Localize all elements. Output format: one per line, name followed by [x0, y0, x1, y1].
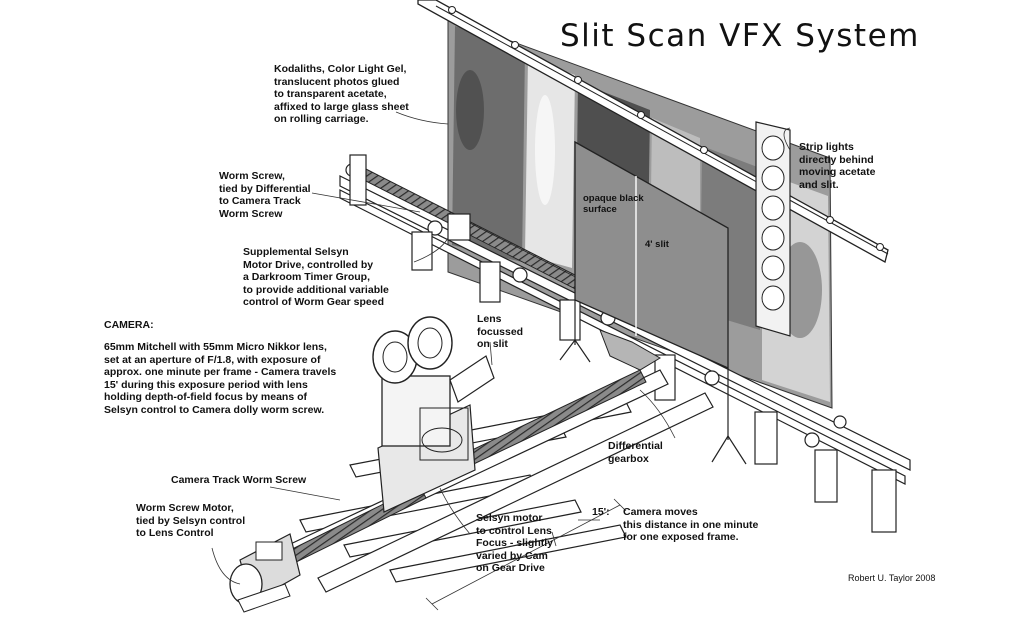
- label-camera-track-worm-screw: Camera Track Worm Screw: [171, 474, 307, 486]
- label-opaque-surface: opaque black surface: [583, 193, 644, 215]
- label-kodaliths: Kodaliths, Color Light Gel, translucent …: [274, 63, 409, 125]
- opaque-board: [559, 140, 747, 465]
- label-supplemental-selsyn: Supplemental Selsyn Motor Drive, control…: [243, 246, 389, 308]
- label-slit: 4' slit: [645, 239, 669, 250]
- label-selsyn-motor: Selsyn motor to control Lens Focus - sli…: [476, 512, 554, 574]
- author-credit: Robert U. Taylor 2008: [848, 573, 936, 583]
- label-strip-lights: Strip lights directly behind moving acet…: [799, 141, 876, 191]
- carriage-track: [339, 154, 911, 533]
- label-lens-focussed: Lens focussed on slit: [477, 313, 524, 350]
- label-differential-gearbox: Differential gearbox: [608, 440, 663, 465]
- label-camera-description: 65mm Mitchell with 55mm Micro Nikkor len…: [104, 341, 337, 416]
- diagram-title: Slit Scan VFX System: [560, 18, 920, 54]
- label-worm-screw: Worm Screw, tied by Differential to Came…: [219, 170, 311, 220]
- camera-assembly: [372, 316, 495, 513]
- strip-lights: [755, 121, 791, 337]
- label-camera-heading: CAMERA:: [104, 319, 154, 331]
- label-worm-screw-motor: Worm Screw Motor, tied by Selsyn control…: [136, 502, 246, 539]
- leader-lines: [211, 111, 791, 585]
- label-camera-moves: Camera moves this distance in one minute…: [623, 506, 759, 543]
- dimension-15ft: [425, 498, 627, 611]
- label-fifteen-feet: 15':: [592, 506, 610, 518]
- worm-screw-motor: [229, 533, 301, 613]
